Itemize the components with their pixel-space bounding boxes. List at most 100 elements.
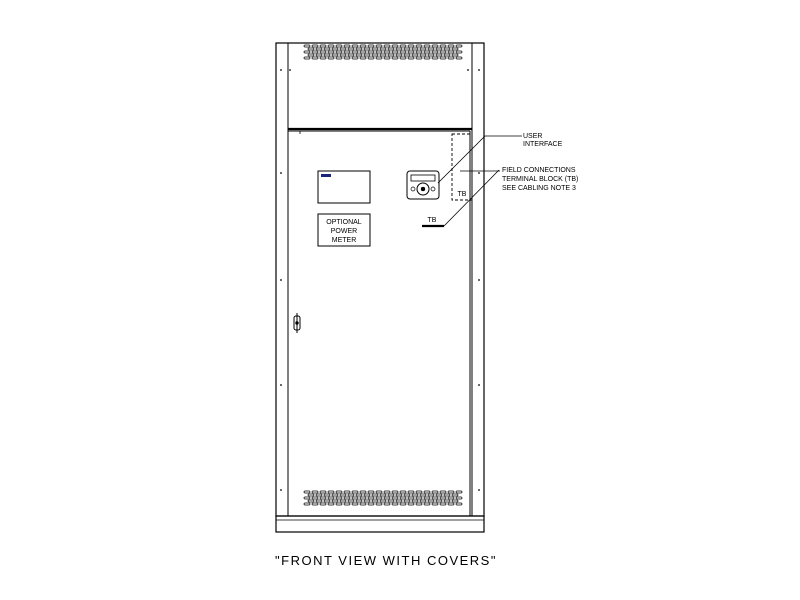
vent-slot	[303, 44, 311, 48]
vent-slot	[323, 493, 331, 497]
vent-slot	[359, 496, 367, 500]
vent-slot	[407, 56, 415, 60]
vent-slot	[319, 56, 327, 60]
vent-slot	[319, 496, 327, 500]
vent-slot	[387, 493, 395, 497]
vent-slot	[351, 490, 359, 494]
vent-slot	[399, 502, 407, 506]
vent-slot	[395, 499, 403, 503]
vent-slot	[419, 53, 427, 57]
cabinet-base	[275, 515, 485, 533]
tb-upper-label: TB	[458, 191, 467, 198]
field-connections-text-2: TERMINAL BLOCK (TB)	[502, 176, 578, 183]
screw-dot	[478, 489, 480, 491]
vent-slot	[399, 490, 407, 494]
vent-slot	[451, 493, 459, 497]
vent-slot	[447, 496, 455, 500]
vent-slot	[447, 502, 455, 506]
vent-slot	[415, 56, 423, 60]
optional-power-meter: OPTIONAL POWER METER	[317, 213, 371, 247]
vent-slot	[395, 53, 403, 57]
door-panel	[287, 130, 471, 516]
vent-slot	[303, 502, 311, 506]
vent-slot	[327, 50, 335, 54]
vent-slot	[387, 499, 395, 503]
vent-slot	[367, 490, 375, 494]
vent-slot	[367, 44, 375, 48]
vent-slot	[319, 50, 327, 54]
vent-slot	[351, 44, 359, 48]
vent-slot	[439, 490, 447, 494]
vent-slot	[403, 499, 411, 503]
vent-slot	[447, 50, 455, 54]
screw-dot	[478, 69, 480, 71]
vent-slot	[359, 56, 367, 60]
vent-slot	[447, 44, 455, 48]
vent-slot	[391, 44, 399, 48]
vent-slot	[447, 56, 455, 60]
vent-slot	[427, 47, 435, 51]
vent-slot	[455, 496, 463, 500]
leader-lines	[437, 135, 522, 227]
vent-slot	[379, 47, 387, 51]
vent-slot	[403, 53, 411, 57]
vent-slot	[423, 502, 431, 506]
display-plate	[317, 170, 371, 204]
vent-slot	[343, 50, 351, 54]
screw-dot	[280, 279, 282, 281]
vent-slot	[431, 56, 439, 60]
vent-slot	[311, 496, 319, 500]
vent-slot	[355, 47, 363, 51]
power-meter-text-1: OPTIONAL	[326, 219, 362, 226]
vent-slot	[303, 50, 311, 54]
vent-slot	[327, 490, 335, 494]
vent-slot	[315, 493, 323, 497]
vent-slot	[411, 53, 419, 57]
vent-slot	[343, 490, 351, 494]
vent-slot	[443, 493, 451, 497]
vent-slot	[307, 499, 315, 503]
vent-slot	[423, 490, 431, 494]
vent-slot	[307, 47, 315, 51]
vent-slot	[371, 499, 379, 503]
vent-slot	[399, 50, 407, 54]
vent-slot	[303, 490, 311, 494]
vent-slot	[423, 56, 431, 60]
vent-slot	[443, 499, 451, 503]
vent-slot	[335, 502, 343, 506]
vent-slot	[403, 493, 411, 497]
vent-slot	[423, 44, 431, 48]
vent-slot	[383, 50, 391, 54]
vent-slot	[371, 53, 379, 57]
vent-slot	[383, 496, 391, 500]
vent-slot	[383, 502, 391, 506]
power-meter-text-2: POWER	[331, 228, 357, 235]
bottom-ventilation-grille	[303, 490, 463, 506]
vent-slot	[395, 47, 403, 51]
vent-slot	[319, 502, 327, 506]
vent-slot	[387, 47, 395, 51]
screw-dot	[478, 172, 480, 174]
vent-slot	[415, 502, 423, 506]
vent-slot	[331, 53, 339, 57]
vent-slot	[347, 499, 355, 503]
vent-slot	[419, 493, 427, 497]
vent-slot	[415, 50, 423, 54]
vent-slot	[327, 56, 335, 60]
tb-lower-label: TB	[428, 217, 437, 224]
vent-slot	[351, 50, 359, 54]
vent-slot	[451, 47, 459, 51]
vent-slot	[339, 493, 347, 497]
terminal-block-outline	[451, 133, 473, 201]
vent-slot	[431, 44, 439, 48]
vent-slot	[411, 499, 419, 503]
vent-slot	[343, 56, 351, 60]
vent-slot	[399, 496, 407, 500]
vent-slot	[351, 496, 359, 500]
door-handle-icon	[293, 313, 301, 333]
vent-slot	[375, 496, 383, 500]
vent-slot	[375, 502, 383, 506]
vent-slot	[407, 44, 415, 48]
vent-slot	[327, 44, 335, 48]
vent-slot	[383, 56, 391, 60]
